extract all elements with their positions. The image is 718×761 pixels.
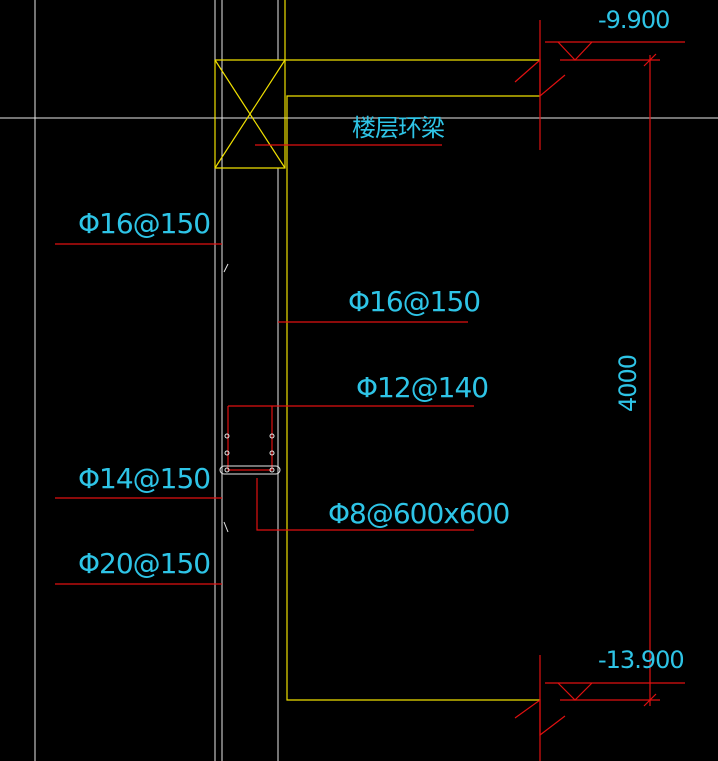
dimension-tick-bottom [643, 693, 657, 707]
rebar-section [219, 263, 281, 533]
top-break-symbol [514, 58, 566, 98]
dimension-lines [514, 20, 685, 761]
rebar-dot [224, 467, 230, 473]
rebar-label-beam-stirrup: Φ12@140 [356, 371, 489, 404]
wall-hatch-mark [223, 263, 229, 273]
elevation-bottom-label: -13.900 [598, 646, 685, 674]
ring-beam-box [214, 60, 286, 169]
leader-tie [256, 478, 474, 531]
structure-outline [214, 0, 540, 701]
room-outline [286, 95, 540, 701]
wall-hatch-mark [223, 521, 229, 533]
ring-beam-label: 楼层环梁 [352, 114, 445, 142]
rebar-label-left-mid: Φ14@150 [78, 462, 211, 495]
elevation-bottom-triangle [557, 682, 593, 701]
rebar-dot [269, 433, 275, 439]
rebar-label-left-lower: Φ20@150 [78, 547, 211, 580]
bottom-break-symbol [514, 698, 566, 737]
rebar-dot [224, 450, 230, 456]
dimension-height-label: 4000 [614, 354, 642, 412]
rebar-label-left-upper: Φ16@150 [78, 207, 211, 240]
beam-base-bar [219, 465, 281, 475]
ring-beam-cross-b [214, 59, 286, 169]
stirrup-frame [227, 406, 273, 471]
rebar-dot [269, 450, 275, 456]
rebar-label-right-upper: Φ16@150 [348, 285, 481, 318]
dimension-tick-top [643, 53, 657, 67]
rebar-label-tie: Φ8@600x600 [328, 497, 510, 530]
elevation-top-triangle [557, 41, 593, 61]
leader-lines [55, 144, 474, 585]
rebar-dot [269, 467, 275, 473]
rebar-dot [224, 433, 230, 439]
elevation-top-label: -9.900 [598, 6, 670, 34]
